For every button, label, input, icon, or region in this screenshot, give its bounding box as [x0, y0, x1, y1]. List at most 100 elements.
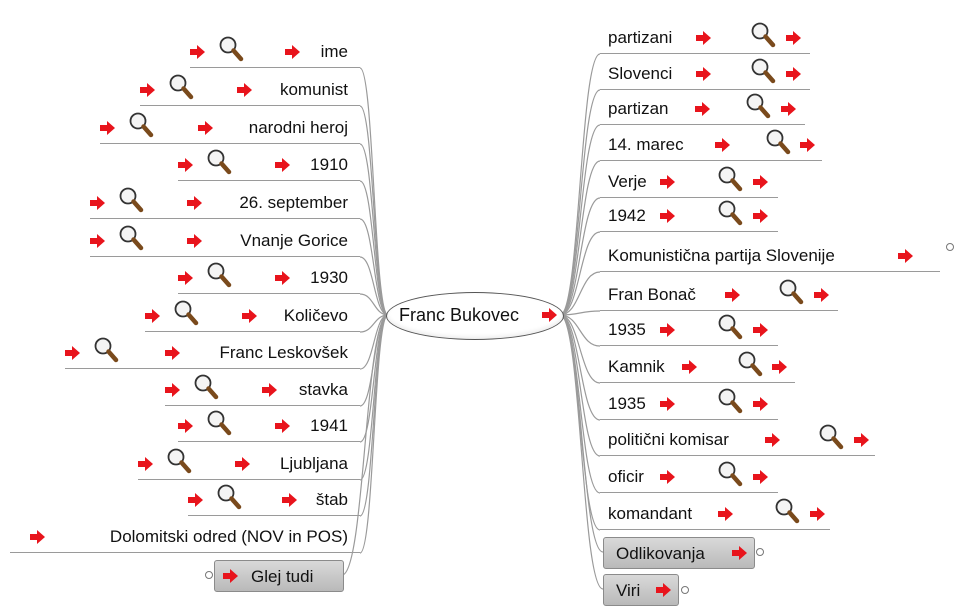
magnifier-icon[interactable] [118, 224, 144, 252]
left-topic-komunist[interactable]: komunist [140, 74, 360, 106]
magnifier-icon[interactable] [206, 148, 232, 176]
left-topic-narodni-heroj[interactable]: narodni heroj [100, 112, 360, 144]
link-arrow-icon[interactable] [198, 121, 213, 135]
right-topic-kamnik[interactable]: Kamnik [600, 351, 795, 383]
right-topic-fran-bonac[interactable]: Fran Bonač [600, 279, 838, 311]
magnifier-icon[interactable] [717, 199, 743, 227]
link-arrow-icon[interactable] [188, 493, 203, 507]
link-arrow-icon[interactable] [187, 234, 202, 248]
magnifier-icon[interactable] [166, 447, 192, 475]
link-arrow-icon[interactable] [178, 158, 193, 172]
right-topic-slovenci[interactable]: Slovenci [600, 58, 810, 90]
right-topic-1935-b[interactable]: 1935 [600, 388, 778, 420]
collapse-handle[interactable] [205, 571, 213, 579]
link-arrow-icon[interactable] [732, 546, 747, 560]
link-arrow-icon[interactable] [810, 507, 825, 521]
left-topic-dolomitski-odred[interactable]: Dolomitski odred (NOV in POS) [10, 525, 360, 553]
link-arrow-icon[interactable] [262, 383, 277, 397]
link-arrow-icon[interactable] [165, 383, 180, 397]
link-arrow-icon[interactable] [275, 271, 290, 285]
link-arrow-icon[interactable] [660, 323, 675, 337]
link-arrow-icon[interactable] [140, 83, 155, 97]
magnifier-icon[interactable] [778, 278, 804, 306]
magnifier-icon[interactable] [750, 21, 776, 49]
magnifier-icon[interactable] [818, 423, 844, 451]
link-arrow-icon[interactable] [656, 583, 671, 597]
right-topic-1942[interactable]: 1942 [600, 200, 778, 232]
link-arrow-icon[interactable] [786, 67, 801, 81]
left-topic-1930[interactable]: 1930 [178, 262, 360, 294]
link-arrow-icon[interactable] [30, 530, 45, 544]
link-arrow-icon[interactable] [90, 234, 105, 248]
left-topic-stab[interactable]: štab [188, 484, 360, 516]
right-topic-partizan[interactable]: partizan [600, 93, 805, 125]
magnifier-icon[interactable] [737, 350, 763, 378]
left-topic-stavka[interactable]: stavka [165, 374, 360, 406]
magnifier-icon[interactable] [218, 35, 244, 63]
right-topic-14-marec[interactable]: 14. marec [600, 129, 822, 161]
right-topic-komandant[interactable]: komandant [600, 498, 830, 530]
right-topic-1935[interactable]: 1935 [600, 314, 778, 346]
link-arrow-icon[interactable] [753, 470, 768, 484]
link-arrow-icon[interactable] [898, 249, 913, 263]
right-topic-politicni-komisar[interactable]: politični komisar [600, 424, 875, 456]
link-arrow-icon[interactable] [100, 121, 115, 135]
link-arrow-icon[interactable] [542, 308, 557, 322]
collapse-handle[interactable] [946, 243, 954, 251]
link-arrow-icon[interactable] [282, 493, 297, 507]
collapse-handle[interactable] [756, 548, 764, 556]
link-arrow-icon[interactable] [138, 457, 153, 471]
link-arrow-icon[interactable] [753, 323, 768, 337]
right-topic-komunisticna-partija[interactable]: Komunistična partija Slovenije [600, 244, 940, 272]
see-also-button[interactable]: Glej tudi [214, 560, 344, 592]
magnifier-icon[interactable] [206, 261, 232, 289]
link-arrow-icon[interactable] [765, 433, 780, 447]
right-topic-partizani[interactable]: partizani [600, 22, 810, 54]
left-topic-ljubljana[interactable]: Ljubljana [138, 448, 360, 480]
link-arrow-icon[interactable] [696, 67, 711, 81]
link-arrow-icon[interactable] [696, 31, 711, 45]
link-arrow-icon[interactable] [660, 470, 675, 484]
link-arrow-icon[interactable] [145, 309, 160, 323]
magnifier-icon[interactable] [745, 92, 771, 120]
link-arrow-icon[interactable] [753, 209, 768, 223]
link-arrow-icon[interactable] [781, 102, 796, 116]
magnifier-icon[interactable] [765, 128, 791, 156]
link-arrow-icon[interactable] [237, 83, 252, 97]
magnifier-icon[interactable] [216, 483, 242, 511]
link-arrow-icon[interactable] [682, 360, 697, 374]
link-arrow-icon[interactable] [178, 419, 193, 433]
magnifier-icon[interactable] [717, 313, 743, 341]
link-arrow-icon[interactable] [660, 209, 675, 223]
link-arrow-icon[interactable] [178, 271, 193, 285]
link-arrow-icon[interactable] [242, 309, 257, 323]
right-topic-verje[interactable]: Verje [600, 166, 778, 198]
magnifier-icon[interactable] [168, 73, 194, 101]
magnifier-icon[interactable] [128, 111, 154, 139]
link-arrow-icon[interactable] [772, 360, 787, 374]
link-arrow-icon[interactable] [65, 346, 80, 360]
magnifier-icon[interactable] [118, 186, 144, 214]
link-arrow-icon[interactable] [275, 419, 290, 433]
link-arrow-icon[interactable] [187, 196, 202, 210]
link-arrow-icon[interactable] [223, 569, 238, 583]
link-arrow-icon[interactable] [275, 158, 290, 172]
link-arrow-icon[interactable] [753, 397, 768, 411]
magnifier-icon[interactable] [750, 57, 776, 85]
magnifier-icon[interactable] [717, 165, 743, 193]
magnifier-icon[interactable] [774, 497, 800, 525]
link-arrow-icon[interactable] [90, 196, 105, 210]
awards-button[interactable]: Odlikovanja [603, 537, 755, 569]
magnifier-icon[interactable] [206, 409, 232, 437]
link-arrow-icon[interactable] [285, 45, 300, 59]
link-arrow-icon[interactable] [695, 102, 710, 116]
link-arrow-icon[interactable] [718, 507, 733, 521]
magnifier-icon[interactable] [93, 336, 119, 364]
magnifier-icon[interactable] [717, 387, 743, 415]
magnifier-icon[interactable] [717, 460, 743, 488]
link-arrow-icon[interactable] [800, 138, 815, 152]
link-arrow-icon[interactable] [660, 175, 675, 189]
link-arrow-icon[interactable] [753, 175, 768, 189]
link-arrow-icon[interactable] [660, 397, 675, 411]
central-topic[interactable]: Franc Bukovec [386, 292, 564, 340]
